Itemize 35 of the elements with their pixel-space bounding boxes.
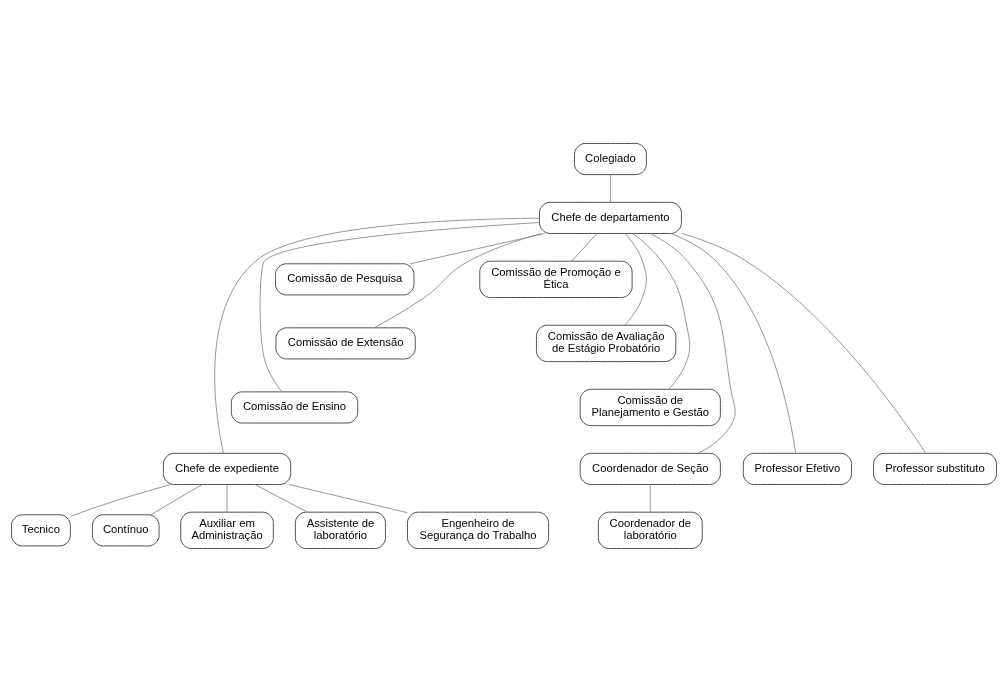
node-box: Comissão de Planejamento e Gestão xyxy=(579,388,721,426)
node-box: Comissão de Avaliação de Estágio Probatório xyxy=(536,324,677,362)
node-box: Coordenador de Seção xyxy=(579,452,721,485)
node-box: Coordenador de laboratório xyxy=(597,511,703,549)
node-box: Auxiliar em Administração xyxy=(180,511,274,549)
node-box: Comissão de Ensino xyxy=(230,390,359,423)
node-box: Comissão de Pesquisa xyxy=(275,262,415,295)
node-box: Professor Efetivo xyxy=(742,452,852,485)
node-box: Comissão de Extensão xyxy=(275,326,416,359)
node-box: Tecnico xyxy=(11,513,71,546)
connector xyxy=(610,174,611,202)
connector xyxy=(624,232,647,325)
node-box: Comissão de Promoção e Ética xyxy=(479,260,633,298)
node-box: Chefe de departamento xyxy=(539,201,682,234)
node-box: Contínuo xyxy=(92,513,160,546)
node-box: Professor substituto xyxy=(873,452,997,485)
connector xyxy=(571,232,598,261)
connector xyxy=(409,232,546,264)
connector xyxy=(70,483,172,517)
connector xyxy=(670,232,797,454)
node-box: Colegiado xyxy=(574,142,647,175)
connector xyxy=(681,232,926,453)
connector xyxy=(226,483,228,512)
connector xyxy=(254,483,308,513)
connector xyxy=(259,221,540,392)
connector xyxy=(649,483,651,512)
connector xyxy=(373,232,542,328)
connector xyxy=(214,217,540,454)
connector xyxy=(150,483,203,515)
node-box: Assistente de laboratório xyxy=(294,511,386,549)
connector xyxy=(649,232,736,454)
connector xyxy=(632,232,691,390)
connector xyxy=(288,483,408,513)
node-box: Engenheiro de Segurança do Trabalho xyxy=(407,511,549,549)
node-box: Chefe de expediente xyxy=(162,452,292,485)
